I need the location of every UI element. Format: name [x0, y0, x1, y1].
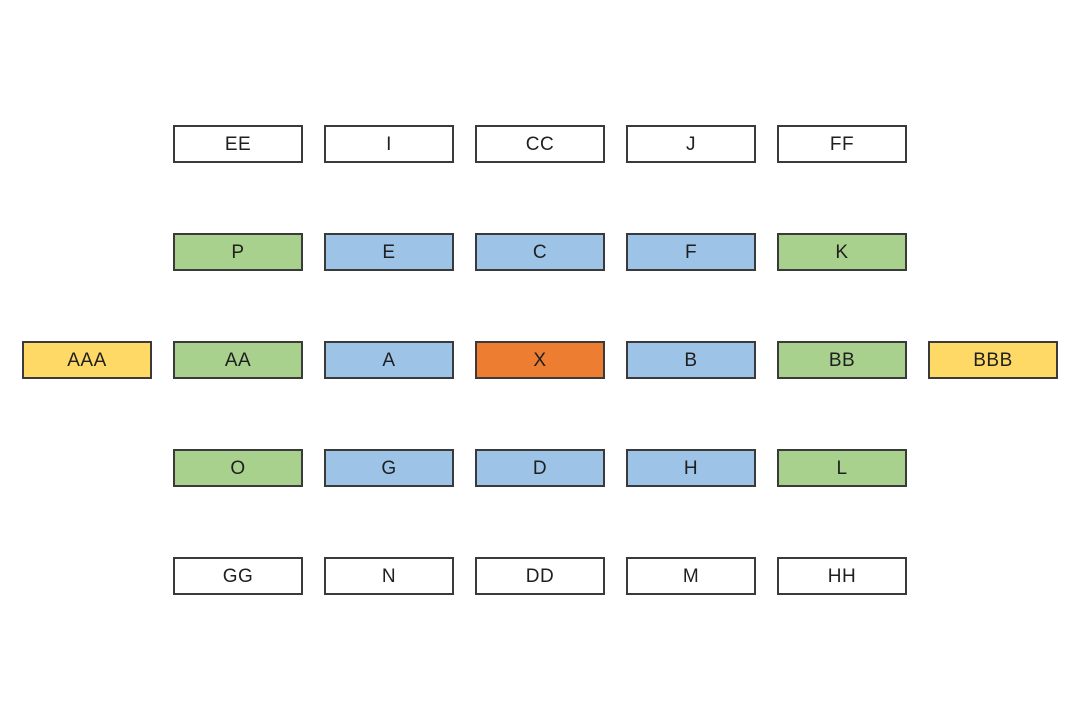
diagram-row-1: EE I CC J FF — [0, 125, 1080, 163]
node-a: A — [324, 341, 454, 379]
node-x: X — [475, 341, 605, 379]
node-ee: EE — [173, 125, 303, 163]
node-ff: FF — [777, 125, 907, 163]
node-hh: HH — [777, 557, 907, 595]
node-l: L — [777, 449, 907, 487]
diagram-row-2: P E C F K — [0, 233, 1080, 271]
node-gg: GG — [173, 557, 303, 595]
node-b: B — [626, 341, 756, 379]
node-c: C — [475, 233, 605, 271]
node-bb: BB — [777, 341, 907, 379]
node-cc: CC — [475, 125, 605, 163]
node-m: M — [626, 557, 756, 595]
node-grid: EE I CC J FF P E C F K AAA AA A X B BB B… — [0, 125, 1080, 595]
node-e: E — [324, 233, 454, 271]
node-n: N — [324, 557, 454, 595]
node-bbb: BBB — [928, 341, 1058, 379]
node-i: I — [324, 125, 454, 163]
node-aaa: AAA — [22, 341, 152, 379]
node-d: D — [475, 449, 605, 487]
node-p: P — [173, 233, 303, 271]
diagram-row-4: O G D H L — [0, 449, 1080, 487]
diagram-row-3: AAA AA A X B BB BBB — [0, 341, 1080, 379]
node-dd: DD — [475, 557, 605, 595]
node-o: O — [173, 449, 303, 487]
node-j: J — [626, 125, 756, 163]
node-k: K — [777, 233, 907, 271]
node-f: F — [626, 233, 756, 271]
node-g: G — [324, 449, 454, 487]
diagram-row-5: GG N DD M HH — [0, 557, 1080, 595]
node-aa: AA — [173, 341, 303, 379]
node-h: H — [626, 449, 756, 487]
